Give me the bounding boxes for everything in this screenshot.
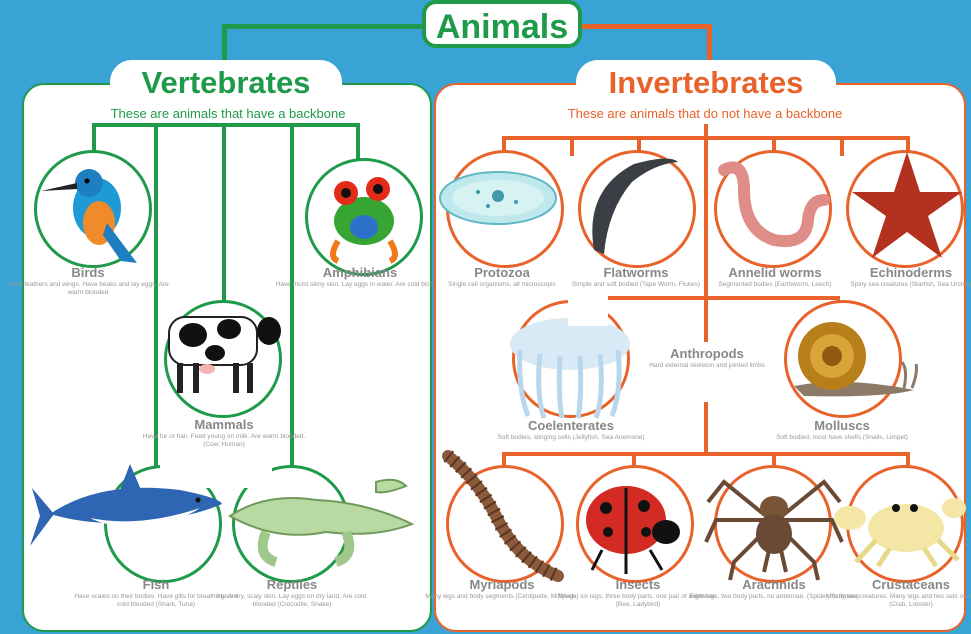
reptiles-desc: Have dry, scaly skin. Lay eggs on dry la… [207,593,377,609]
molluscs-label: Molluscs [757,418,927,433]
molluscs-desc: Soft bodied, most have shells (Snails, L… [757,434,927,442]
invertebrates-title: Invertebrates [576,60,836,110]
crustaceans-desc: Mostly sea creatures. Many legs and two … [826,593,971,609]
page-title: Animals [422,0,582,48]
echinoderms-label: Echinoderms [826,265,971,280]
snail-icon [784,306,924,406]
title-connector-right-drop [707,24,712,62]
mammals-desc: Have fur or hair. Feed young on milk. Ar… [139,433,309,449]
ladybird-icon [572,470,692,580]
anthropods-desc: Hard external skeleton and jointed limbs [622,362,792,370]
vertebrates-subtitle: These are animals that have a backbone [40,106,416,121]
title-connector-left [222,24,422,29]
birds-label: Birds [3,265,173,280]
branch-line [222,123,226,303]
crab-icon [832,478,968,568]
reptiles-label: Reptiles [207,577,377,592]
label-patch [568,296,608,326]
branch-line [840,136,844,156]
coelenterates-label: Coelenterates [486,418,656,433]
vertebrates-branch [92,123,360,127]
branch-line [704,124,708,454]
title-connector-right [582,24,712,29]
branch-line [92,123,96,153]
mammals-circle [164,300,282,418]
crustaceans-label: Crustaceans [826,577,971,592]
coelenterates-desc: Soft bodies, stinging cells (Jellyfish, … [486,434,656,442]
title-connector-left-drop [222,24,227,62]
amphibians-circle [305,158,423,276]
cow-icon [163,303,288,415]
label-patch [160,456,272,488]
kingfisher-icon [37,153,149,265]
millipede-icon [438,450,568,582]
spider-icon [704,462,844,582]
earthworm-icon [714,150,832,260]
protozoa-icon [438,168,558,228]
starfish-icon [848,148,966,266]
frog-icon [308,161,420,273]
birds-circle [34,150,152,268]
branch-line [356,123,360,163]
flatworm-icon [574,150,684,260]
anthropods-label: Anthropods [622,346,792,361]
vertebrates-title: Vertebrates [110,60,342,110]
echinoderms-desc: Spiny sea creatures (Starfish, Sea Urchi… [826,281,971,289]
invertebrates-subtitle: These are animals that do not have a bac… [440,106,970,121]
birds-desc: Have feathers and wings. Have beaks and … [3,281,173,297]
mammals-label: Mammals [139,417,309,432]
